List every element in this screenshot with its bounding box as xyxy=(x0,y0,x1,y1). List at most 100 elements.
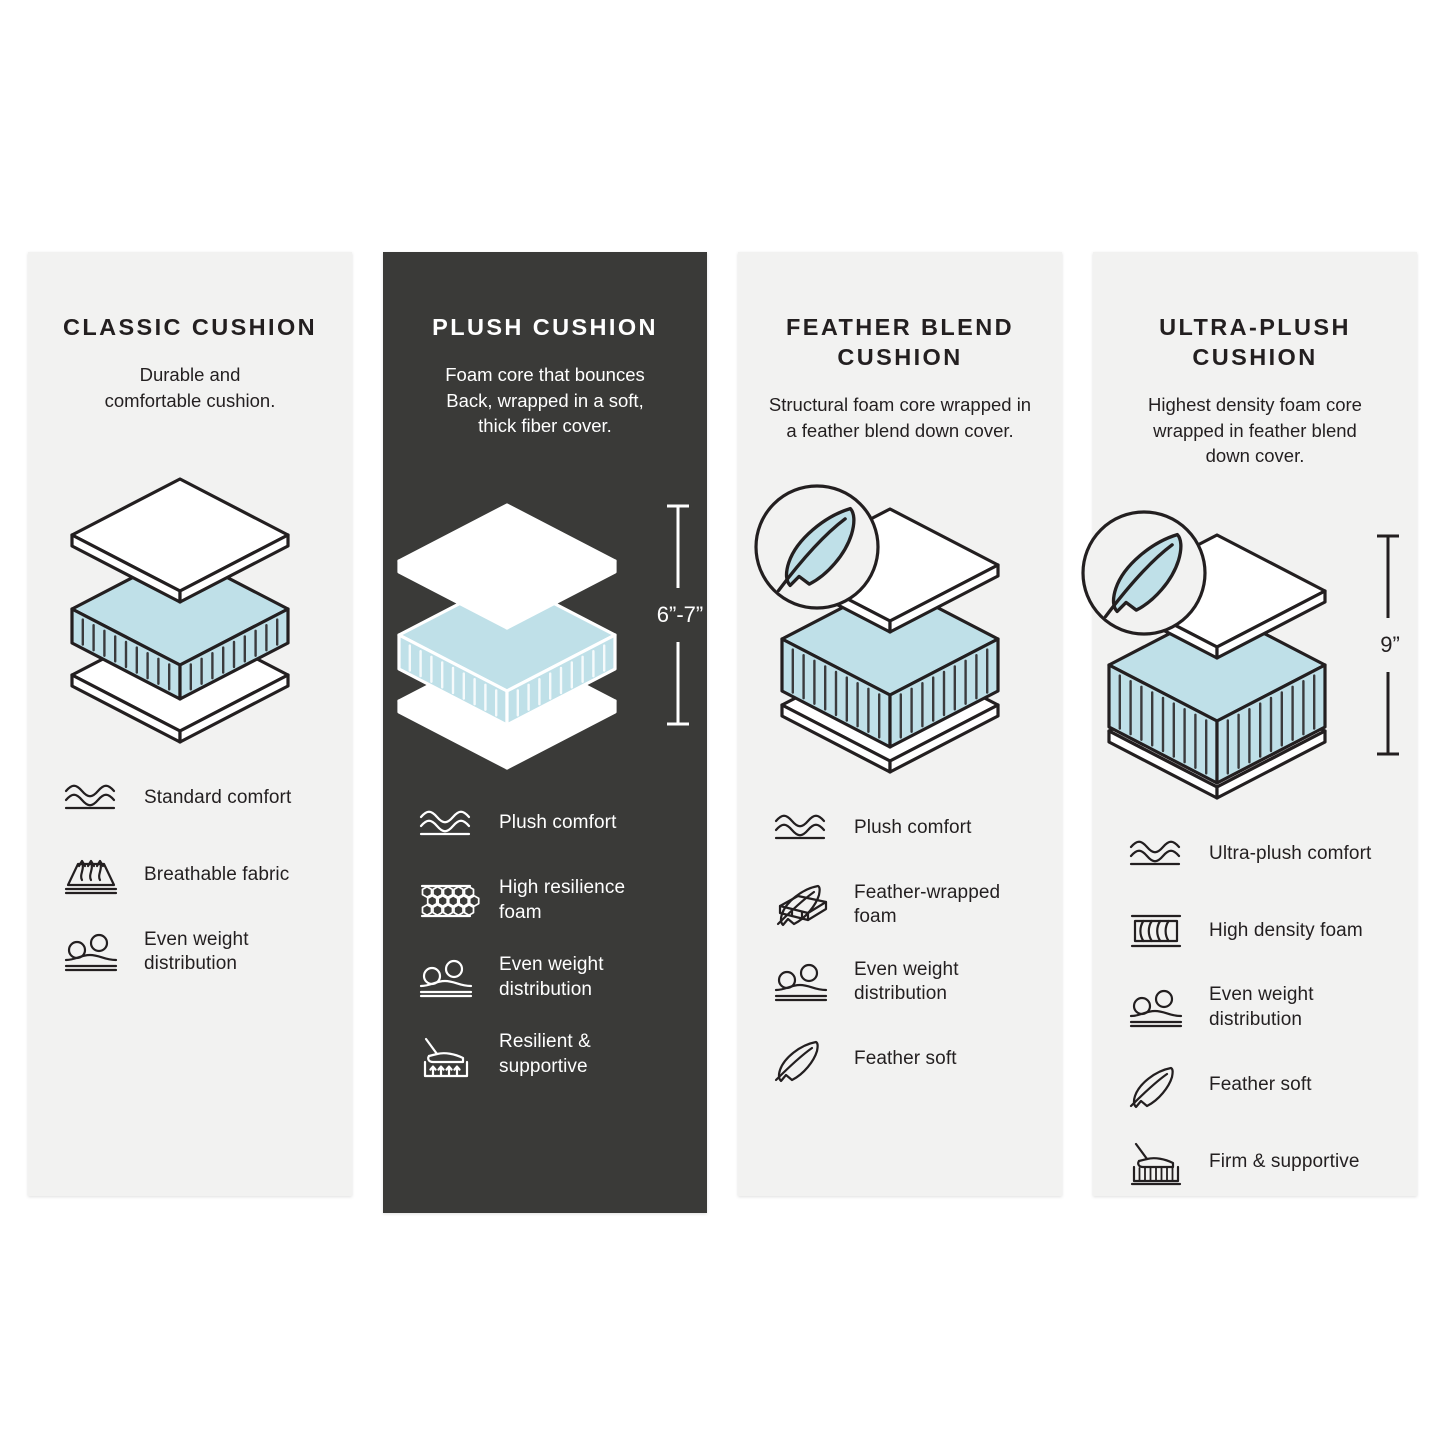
high-density-foam-icon xyxy=(1125,906,1187,956)
feature-item: Resilient &supportive xyxy=(415,1030,689,1080)
feature-item: Breathable fabric xyxy=(60,850,334,900)
firm-support-icon xyxy=(1125,1137,1187,1187)
feature-item: Standard comfort xyxy=(60,773,334,823)
feather-icon xyxy=(1103,532,1183,618)
resilient-support-icon xyxy=(415,1030,477,1080)
exploded-cushion-diagram xyxy=(754,484,1000,774)
dimension-callout: 6”-7” xyxy=(657,504,703,726)
feature-item: Plush comfort xyxy=(770,803,1044,853)
feature-item: Plush comfort xyxy=(415,799,689,849)
panel-title: CLASSIC CUSHION xyxy=(62,314,318,340)
feature-item: Feather soft xyxy=(1125,1060,1399,1110)
weight-distribution-icon xyxy=(1125,983,1187,1033)
weight-distribution-icon xyxy=(1129,989,1183,1027)
feature-item: Ultra-plush comfort xyxy=(1125,829,1399,879)
firm-support-icon xyxy=(1130,1142,1182,1185)
feather-icon xyxy=(770,1034,832,1084)
waves-icon xyxy=(419,810,471,835)
panel-title: PLUSH CUSHION xyxy=(432,314,658,340)
feature-label: Feather soft xyxy=(854,1048,957,1070)
foam-hatch-lines xyxy=(81,618,279,691)
weight-distribution-icon xyxy=(774,964,828,1002)
high-density-foam-icon xyxy=(1130,914,1182,947)
feature-label: Ultra-plush comfort xyxy=(1209,842,1372,864)
exploded-cushion-diagram xyxy=(70,477,290,744)
exploded-cushion-diagram xyxy=(1081,510,1327,800)
weight-distribution-icon xyxy=(770,957,832,1007)
cushion-top-sheet xyxy=(70,477,290,604)
exploded-cushion-diagram xyxy=(397,503,617,770)
feature-label: Breathable fabric xyxy=(144,863,290,885)
waves-icon xyxy=(1129,840,1181,865)
feather-icon xyxy=(1129,1066,1174,1108)
feather-badge xyxy=(1081,510,1207,636)
weight-distribution-icon xyxy=(64,934,118,972)
diagram-area xyxy=(754,469,1044,774)
feather-wrapped-foam-icon xyxy=(776,885,828,927)
foam-hatch-lines xyxy=(791,648,989,739)
feather-badge xyxy=(754,484,880,610)
feature-label: Firm & supportive xyxy=(1209,1150,1360,1172)
dimension-label: 6”-7” xyxy=(657,602,703,627)
waves-icon xyxy=(415,799,477,849)
breathable-fabric-icon xyxy=(60,850,122,900)
dimension-label: 9” xyxy=(1380,632,1400,657)
feature-label: Standard comfort xyxy=(144,786,292,808)
waves-icon xyxy=(1125,829,1187,879)
feather-icon xyxy=(776,507,856,593)
foam-hatch-lines xyxy=(1118,674,1316,775)
waves-icon xyxy=(64,784,116,810)
feature-label: Plush comfort xyxy=(499,812,617,834)
weight-distribution-icon xyxy=(60,927,122,977)
diagram-area: 9” xyxy=(1081,495,1400,800)
feature-item: High density foam xyxy=(1125,906,1399,956)
dimension-callout: 9” xyxy=(1377,534,1400,756)
diagram-area: 6”-7” xyxy=(397,465,703,770)
feather-icon xyxy=(1125,1060,1187,1110)
feature-label: Plush comfort xyxy=(854,817,972,839)
diagram-area xyxy=(46,439,334,744)
feather-icon xyxy=(774,1041,819,1083)
foam-hatch-lines xyxy=(408,644,606,717)
breathable-fabric-icon xyxy=(64,860,118,895)
waves-icon xyxy=(774,814,826,840)
cushion-foam-core xyxy=(70,551,290,701)
weight-distribution-icon xyxy=(415,953,477,1003)
weight-distribution-icon xyxy=(419,959,473,997)
waves-icon xyxy=(60,773,122,823)
feature-item: Firm & supportive xyxy=(1125,1137,1399,1187)
cushion-top-sheet xyxy=(397,503,617,630)
feature-item: Feather soft xyxy=(770,1034,1044,1084)
feature-label: Feather soft xyxy=(1209,1073,1312,1095)
feature-label: Resilient &supportive xyxy=(499,1031,591,1077)
honeycomb-foam-icon xyxy=(415,876,480,926)
waves-icon xyxy=(770,803,832,853)
feature-label: High density foam xyxy=(1209,919,1363,941)
